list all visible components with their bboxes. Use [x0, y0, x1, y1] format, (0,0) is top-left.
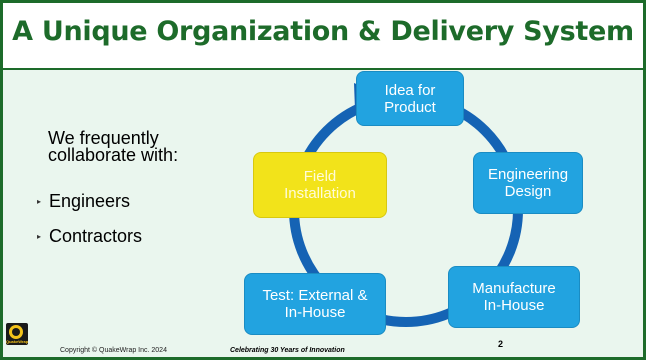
- bullet-marker-icon: ▸: [37, 232, 42, 241]
- step-field-installation: Field Installation: [253, 152, 387, 218]
- step-engineering-design: Engineering Design: [473, 152, 583, 214]
- step-label: Design: [504, 183, 552, 200]
- intro-line-2: collaborate with:: [48, 145, 179, 165]
- page-number: 2: [498, 339, 504, 349]
- step-label: Idea for: [384, 81, 436, 99]
- slide-title: A Unique Organization & Delivery System: [12, 16, 634, 47]
- intro-text: We frequently collaborate with:: [48, 128, 179, 165]
- step-label: In-House: [483, 297, 545, 314]
- step-label: Test: External &: [262, 287, 368, 304]
- step-label: Manufacture: [472, 280, 556, 297]
- title-bar: A Unique Organization & Delivery System: [3, 3, 643, 68]
- step-idea-for-product: Idea for Product: [356, 71, 464, 126]
- step-label: Installation: [284, 185, 356, 202]
- bullet-list: ▸ Engineers ▸ Contractors: [37, 191, 142, 261]
- bullet-item: ▸ Contractors: [37, 226, 142, 247]
- bullet-label: Engineers: [49, 191, 131, 211]
- title-divider: [3, 68, 643, 70]
- slide-footer: Copyright © QuakeWrap Inc. 2024 Celebrat…: [3, 337, 643, 357]
- step-label: Field: [303, 168, 337, 185]
- step-label: Product: [384, 98, 436, 116]
- step-label: In-House: [284, 304, 346, 321]
- step-label: Engineering: [487, 166, 569, 183]
- logo-ring-icon: [9, 325, 23, 339]
- quakewrap-logo: QuakeWrap: [6, 323, 28, 345]
- bullet-marker-icon: ▸: [37, 197, 42, 206]
- step-manufacture-in-house: Manufacture In-House: [448, 266, 580, 328]
- bullet-label: Contractors: [49, 226, 143, 246]
- tagline-text: Celebrating 30 Years of Innovation: [230, 347, 345, 354]
- step-test-external-in-house: Test: External & In-House: [244, 273, 386, 335]
- logo-text: QuakeWrap: [6, 339, 29, 344]
- intro-line-1: We frequently: [48, 128, 159, 148]
- copyright-text: Copyright © QuakeWrap Inc. 2024: [60, 347, 167, 354]
- bullet-item: ▸ Engineers: [37, 191, 142, 212]
